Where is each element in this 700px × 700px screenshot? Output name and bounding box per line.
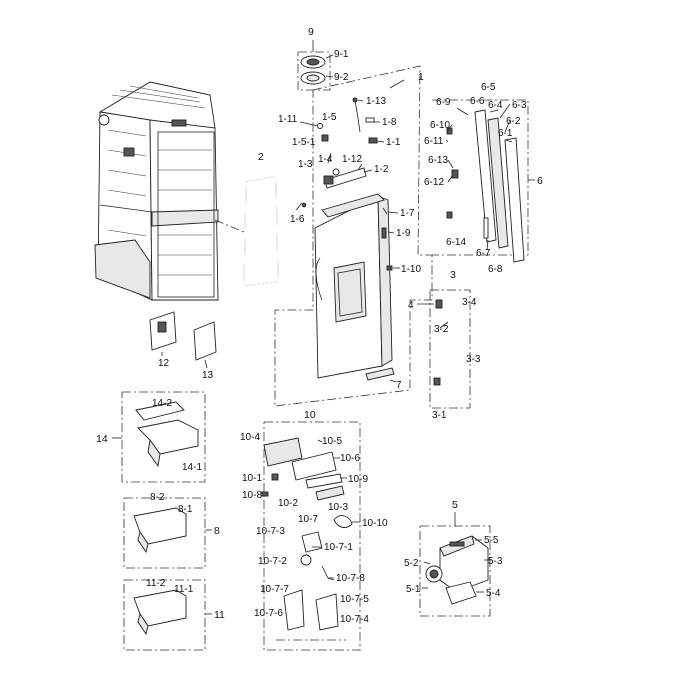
callout-labels: 9 9-1 9-2 1 1-13 1-11 1-5 1-8 1-5-1 1-1 … [96,26,543,625]
label-2: 2 [258,151,264,163]
label-10-4: 10-4 [240,432,260,443]
label-6: 6 [537,175,543,187]
label-1-6: 1-6 [290,214,305,225]
label-8-1: 8-1 [178,504,193,515]
dispenser-assembly [261,421,361,651]
label-1-7: 1-7 [400,208,415,219]
label-10-5: 10-5 [322,436,342,447]
label-10-2: 10-2 [278,498,298,509]
refrigerator-cabinet [94,81,219,301]
label-3-3: 3-3 [466,354,481,365]
label-5-5: 5-5 [484,535,499,546]
label-8-2: 8-2 [150,492,165,503]
label-6-14: 6-14 [446,237,466,248]
label-6-13: 6-13 [428,155,448,166]
label-4: 4 [408,300,414,311]
trim-piece [365,367,397,383]
label-3-4: 3-4 [462,297,477,308]
label-10-9: 10-9 [348,474,368,485]
label-3: 3 [450,269,456,281]
label-12: 12 [158,358,170,369]
door-seal-strips [432,99,535,263]
label-6-10: 6-10 [430,120,450,131]
label-8: 8 [214,525,220,537]
bin-assembly-11 [123,579,212,651]
ice-maker-assembly [419,512,491,617]
label-6-3: 6-3 [512,100,527,111]
label-10-1: 10-1 [242,473,262,484]
label-6-2: 6-2 [506,116,521,127]
label-5-4: 5-4 [486,588,501,599]
label-9-1: 9-1 [334,49,349,60]
label-11-1: 11-1 [174,584,194,595]
label-6-9: 6-9 [436,97,451,108]
label-5-3: 5-3 [488,556,503,567]
label-10: 10 [304,409,316,421]
label-14-1: 14-1 [182,462,202,473]
label-10-7-8: 10-7-8 [336,573,365,584]
door-gasket [214,175,279,287]
label-6-12: 6-12 [424,177,444,188]
label-10-8: 10-8 [242,490,262,501]
label-1: 1 [418,71,424,83]
label-11: 11 [214,609,225,621]
label-1-5-1: 1-5-1 [292,137,316,148]
label-7: 7 [396,380,402,391]
label-10-7: 10-7 [298,514,318,525]
label-10-3: 10-3 [328,502,348,513]
label-3-1: 3-1 [432,410,447,421]
label-1-2: 1-2 [374,164,389,175]
label-6-1: 6-1 [498,128,513,139]
label-1-12: 1-12 [342,154,362,165]
label-10-7-2: 10-7-2 [258,556,287,567]
label-5-2: 5-2 [404,558,419,569]
label-11-2: 11-2 [146,578,166,589]
label-6-8: 6-8 [488,264,503,275]
label-5: 5 [452,499,458,511]
label-1-10: 1-10 [401,264,421,275]
label-1-11: 1-11 [278,114,298,125]
label-1-1: 1-1 [386,137,401,148]
label-10-7-7: 10-7-7 [260,584,289,595]
label-10-7-6: 10-7-6 [254,608,283,619]
label-6-11: 6-11 [424,136,444,147]
cover-plates [149,311,217,369]
label-1-4: 1-4 [318,154,333,165]
label-14-2: 14-2 [152,398,172,409]
label-10-10: 10-10 [362,518,388,529]
label-10-7-4: 10-7-4 [340,614,369,625]
label-10-7-5: 10-7-5 [340,594,369,605]
label-9-2: 9-2 [334,72,349,83]
label-10-7-3: 10-7-3 [256,526,285,537]
label-1-5: 1-5 [322,112,337,123]
bin-assembly-14 [112,391,206,483]
hinge-cap-assembly [297,40,334,91]
label-13: 13 [202,370,214,381]
label-5-1: 5-1 [406,584,421,595]
label-6-7: 6-7 [476,248,491,259]
label-1-8: 1-8 [382,117,397,128]
label-10-6: 10-6 [340,453,360,464]
label-1-3: 1-3 [298,159,313,170]
label-1-9: 1-9 [396,228,411,239]
label-6-6: 6-6 [470,96,485,107]
door-handle [417,289,471,409]
bin-assembly-8 [123,497,212,569]
label-3-2: 3-2 [434,324,449,335]
label-6-4: 6-4 [488,100,503,111]
label-1-13: 1-13 [366,96,386,107]
door-assembly [274,65,433,407]
label-9: 9 [308,26,314,38]
label-6-5: 6-5 [481,82,496,93]
label-14: 14 [96,433,108,445]
label-10-7-1: 10-7-1 [324,542,353,553]
